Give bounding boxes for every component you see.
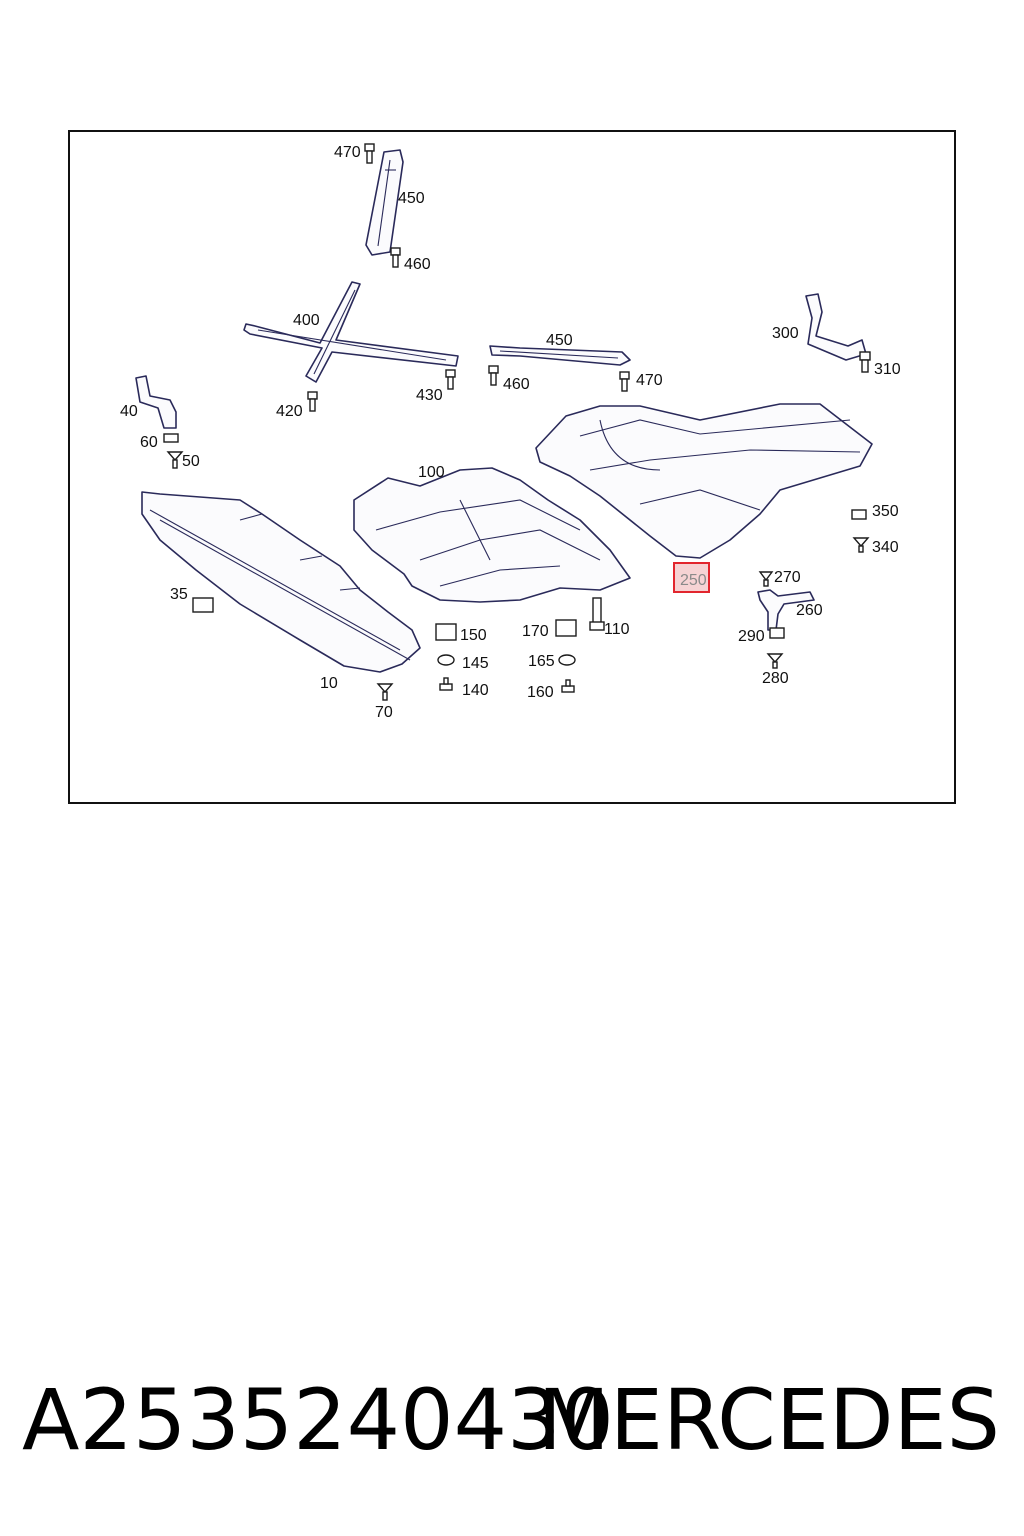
label-290: 290	[738, 628, 765, 645]
cross-brace-400	[243, 281, 459, 383]
bolt-310	[859, 351, 871, 373]
clip-350	[851, 509, 867, 520]
label-340: 340	[872, 539, 899, 556]
bolt-460-mid	[488, 365, 499, 386]
label-165: 165	[528, 653, 555, 670]
bolt-110	[589, 597, 605, 631]
screw-340	[852, 537, 870, 553]
clip-60	[163, 433, 179, 443]
rear-panel-250	[535, 403, 873, 559]
label-170: 170	[522, 623, 549, 640]
label-60: 60	[140, 434, 158, 451]
bolt-470-top	[364, 143, 375, 164]
nut-150	[435, 623, 457, 641]
label-260: 260	[796, 602, 823, 619]
clip-35	[192, 597, 214, 613]
label-35: 35	[170, 586, 188, 603]
screw-70	[376, 683, 394, 701]
bolt-460-top	[390, 247, 401, 268]
label-470-mid: 470	[636, 372, 663, 389]
center-panel-100	[353, 467, 631, 603]
label-100: 100	[418, 464, 445, 481]
label-50: 50	[182, 453, 200, 470]
label-145: 145	[462, 655, 489, 672]
screw-140	[439, 677, 453, 691]
label-420: 420	[276, 403, 303, 420]
label-110: 110	[604, 621, 630, 638]
bolt-470-mid	[619, 371, 630, 392]
strut-450-horizontal	[489, 345, 631, 366]
bolt-430	[445, 369, 456, 390]
screw-50	[166, 451, 184, 469]
strut-450-vertical	[365, 149, 404, 256]
footer: A2535240430 MERCEDES	[0, 1370, 1024, 1480]
label-150: 150	[460, 627, 487, 644]
screw-280	[766, 653, 784, 669]
part-number: A2535240430	[22, 1371, 614, 1469]
label-280: 280	[762, 670, 789, 687]
front-panel-10	[141, 491, 421, 673]
label-70: 70	[375, 704, 393, 721]
label-350: 350	[872, 503, 899, 520]
label-460-mid: 460	[503, 376, 530, 393]
highlight-box-250	[673, 562, 710, 593]
bracket-260	[757, 589, 815, 631]
label-430: 430	[416, 387, 443, 404]
parts-diagram: 470 450 460 400 450 460 470 300 310 430 …	[120, 143, 901, 721]
label-470-top: 470	[334, 144, 361, 161]
label-460-top: 460	[404, 256, 431, 273]
label-270: 270	[774, 569, 801, 586]
bolt-420	[307, 391, 318, 412]
brand-name: MERCEDES	[537, 1371, 1000, 1469]
label-450-top: 450	[398, 190, 425, 207]
label-40: 40	[120, 403, 138, 420]
label-400: 400	[293, 312, 320, 329]
label-10: 10	[320, 675, 338, 692]
label-310: 310	[874, 361, 901, 378]
washer-165	[558, 654, 576, 666]
bracket-300	[805, 293, 867, 361]
nut-170	[555, 619, 577, 637]
label-450-mid: 450	[546, 332, 573, 349]
nut-290	[769, 627, 785, 639]
label-140: 140	[462, 682, 489, 699]
screw-270	[758, 571, 774, 587]
bracket-40	[135, 375, 177, 429]
label-160: 160	[527, 684, 554, 701]
label-250: 250	[680, 572, 707, 589]
label-300: 300	[772, 325, 799, 342]
screw-160	[561, 679, 575, 693]
washer-145	[437, 654, 455, 666]
